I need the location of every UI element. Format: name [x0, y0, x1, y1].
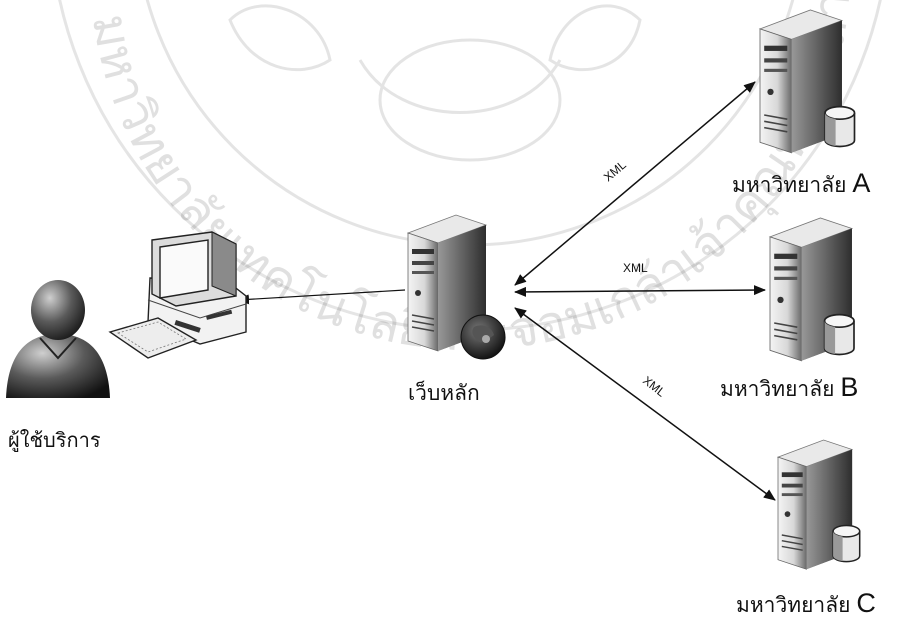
globe-icon	[460, 314, 506, 360]
label-university-c-letter: C	[856, 588, 876, 618]
edge-main-to-b	[514, 285, 766, 297]
server-icon-university-c	[777, 439, 861, 570]
edge-main-to-a	[514, 81, 756, 286]
edge-main-to-c	[514, 307, 776, 501]
edge-label-b: XML	[623, 261, 648, 275]
server-icon-university-a	[759, 9, 856, 154]
label-university-a-text: มหาวิทยาลัย	[732, 173, 847, 197]
computer-icon	[108, 231, 247, 359]
server-icon-main-web	[407, 214, 506, 360]
edge-label-a: XML	[601, 158, 629, 185]
user-person-icon	[6, 280, 110, 398]
label-main-web: เว็บหลัก	[408, 381, 480, 405]
label-university-c-text: มหาวิทยาลัย	[736, 593, 851, 617]
label-university-b-text: มหาวิทยาลัย	[720, 377, 835, 401]
label-university-b-letter: B	[840, 372, 859, 402]
server-icon-university-b	[769, 217, 855, 362]
edge-label-c: XML	[640, 373, 668, 399]
label-user: ผู้ใช้บริการ	[8, 428, 101, 452]
edge-main-to-user	[237, 289, 406, 305]
label-university-a-letter: A	[852, 168, 871, 198]
